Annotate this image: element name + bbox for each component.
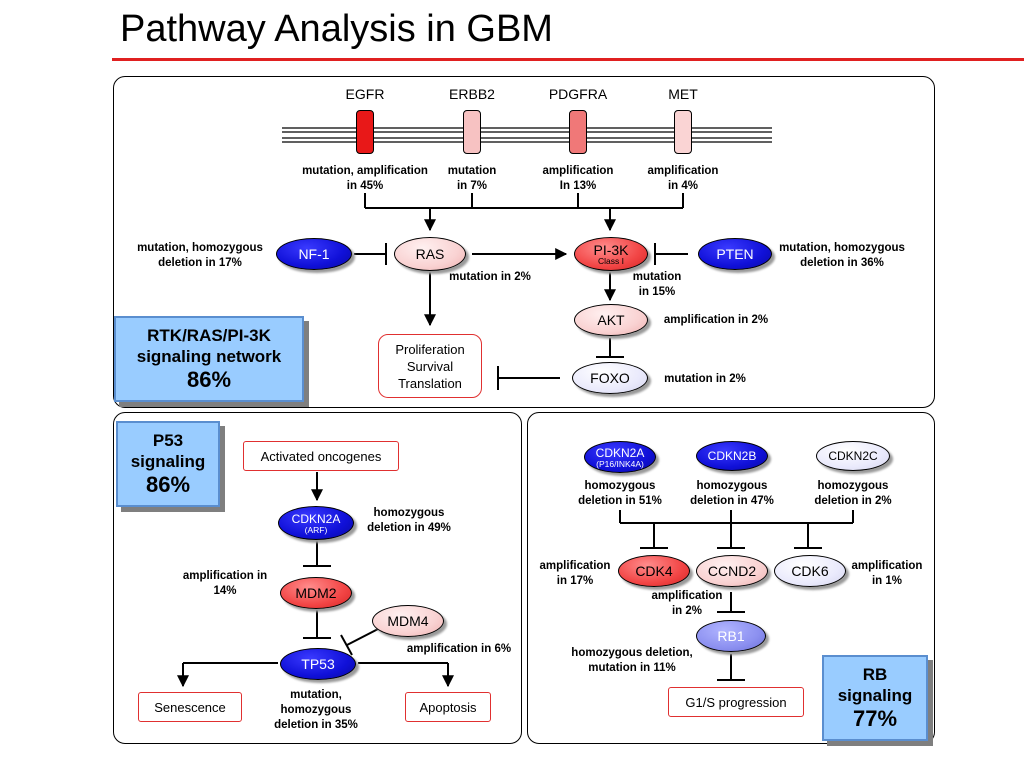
page-title: Pathway Analysis in GBM <box>120 8 553 50</box>
receptor-met <box>674 110 692 154</box>
cdk4-node: CDK4 <box>618 555 690 587</box>
activated-oncogenes-box: Activated oncogenes <box>243 441 399 471</box>
akt-note: amplification in 2% <box>663 314 769 326</box>
rb-callout: RB signaling 77% <box>822 655 928 741</box>
apoptosis-box: Apoptosis <box>405 692 491 722</box>
cdkn2a-arf-node: CDKN2A(ARF) <box>278 506 354 540</box>
akt-node: AKT <box>574 304 648 336</box>
receptor-label-pdgfra: PDGFRA <box>548 86 608 102</box>
mdm2-node: MDM2 <box>280 577 352 609</box>
mdm4-node: MDM4 <box>372 605 444 637</box>
receptor-egfr <box>356 110 374 154</box>
rb1-node: RB1 <box>696 620 766 652</box>
pten-node: PTEN <box>698 238 772 270</box>
tp53-node: TP53 <box>280 648 356 680</box>
receptor-label-erbb2: ERBB2 <box>449 86 495 102</box>
nf1-node: NF-1 <box>276 238 352 270</box>
receptor-pdgfra <box>569 110 587 154</box>
ccnd2-node: CCND2 <box>696 555 768 587</box>
rtk-callout: RTK/RAS/PI-3K signaling network 86% <box>114 316 304 402</box>
cdkn2b-node: CDKN2B <box>696 441 768 471</box>
receptor-label-met: MET <box>668 86 698 102</box>
g1s-progression-box: G1/S progression <box>668 687 804 717</box>
cdkn2c-node: CDKN2C <box>816 441 890 471</box>
cdk6-node: CDK6 <box>774 555 846 587</box>
receptor-erbb2 <box>463 110 481 154</box>
foxo-node: FOXO <box>572 362 648 394</box>
rb1-note: homozygous deletion,mutation in 11% <box>571 647 693 674</box>
mdm4-note: amplification in 6% <box>406 643 512 655</box>
ras-node: RAS <box>394 237 466 271</box>
p53-callout: P53 signaling 86% <box>116 421 220 507</box>
ras-note: mutation in 2% <box>449 271 531 283</box>
foxo-note: mutation in 2% <box>664 373 746 385</box>
cdkn2a-p16-node: CDKN2A(P16/INK4A) <box>584 441 656 473</box>
title-divider <box>112 58 1024 61</box>
receptor-label-egfr: EGFR <box>345 86 385 102</box>
senescence-box: Senescence <box>138 692 242 722</box>
